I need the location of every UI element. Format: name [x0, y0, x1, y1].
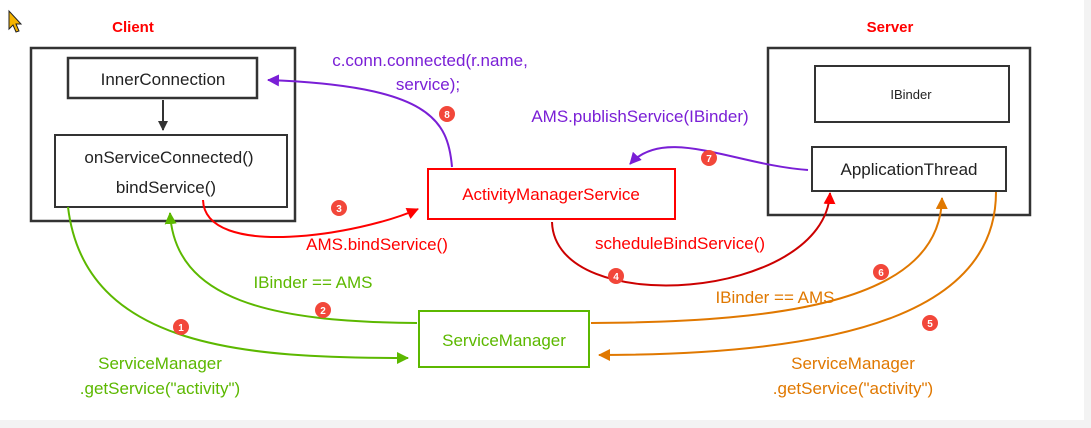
- client-container: [29, 46, 297, 223]
- service-manager-label: ServiceManager: [442, 331, 566, 350]
- step-badge-2: 2: [315, 302, 331, 318]
- get-service-client-label-2: .getService("activity"): [80, 379, 240, 398]
- server-container: [766, 46, 1032, 217]
- svg-text:4: 4: [613, 272, 619, 283]
- conn-connected-label-2: service);: [396, 75, 460, 94]
- ibinder-box: [814, 65, 1010, 123]
- bind-service-label: bindService(): [116, 178, 216, 197]
- get-service-client-edge: [67, 206, 409, 364]
- ibinder-ams-server-edge: [590, 197, 948, 324]
- svg-text:5: 5: [927, 319, 933, 330]
- get-service-server-label-2: .getService("activity"): [773, 379, 933, 398]
- step-badge-6: 6: [873, 264, 889, 280]
- get-service-server-label-1: ServiceManager: [791, 354, 915, 373]
- application-thread-box: [811, 146, 1007, 192]
- on-service-connected-label: onServiceConnected(): [84, 148, 253, 167]
- inner-connection-label: InnerConnection: [101, 70, 226, 89]
- step-badge-1: 1: [173, 319, 189, 335]
- diagram-svg: Client Server InnerConnection onServiceC…: [8, 9, 1032, 398]
- ams-bind-service-label: AMS.bindService(): [306, 235, 448, 254]
- svg-text:1: 1: [178, 323, 184, 334]
- server-label: Server: [867, 19, 914, 36]
- publish-service-edge: [629, 146, 809, 171]
- step-badge-3: 3: [331, 200, 347, 216]
- ibinder-ams-client-label: IBinder == AMS: [253, 273, 372, 292]
- ams-bind-service-edge: [202, 199, 419, 238]
- mouse-cursor-icon: [8, 9, 23, 33]
- svg-text:6: 6: [878, 268, 884, 279]
- step-badge-8: 8: [439, 106, 455, 122]
- step-badge-7: 7: [701, 150, 717, 166]
- get-service-client-label-1: ServiceManager: [98, 354, 222, 373]
- schedule-bind-service-edge: [551, 192, 836, 287]
- svg-text:3: 3: [336, 204, 342, 215]
- step-badge-5: 5: [922, 315, 938, 331]
- inner-connection-box: [66, 56, 259, 100]
- svg-text:7: 7: [706, 154, 712, 165]
- service-manager-box: [418, 310, 590, 368]
- diagram-canvas: Client Server InnerConnection onServiceC…: [0, 0, 1084, 420]
- application-thread-label: ApplicationThread: [840, 160, 977, 179]
- ams-box: [427, 168, 676, 220]
- conn-connected-edge: [267, 74, 453, 168]
- publish-service-label: AMS.publishService(IBinder): [531, 107, 748, 126]
- ibinder-ams-client-edge: [164, 212, 418, 324]
- ibinder-ams-server-label: IBinder == AMS: [715, 288, 834, 307]
- svg-text:2: 2: [320, 306, 326, 317]
- step-badge-4: 4: [608, 268, 624, 284]
- conn-connected-label-1: c.conn.connected(r.name,: [332, 51, 528, 70]
- schedule-bind-service-label: scheduleBindService(): [595, 234, 765, 253]
- ams-label: ActivityManagerService: [462, 185, 640, 204]
- ibinder-label: IBinder: [890, 87, 932, 102]
- get-service-server-edge: [598, 191, 997, 361]
- service-connected-box: [54, 134, 288, 208]
- client-label: Client: [112, 19, 154, 36]
- svg-text:8: 8: [444, 110, 450, 121]
